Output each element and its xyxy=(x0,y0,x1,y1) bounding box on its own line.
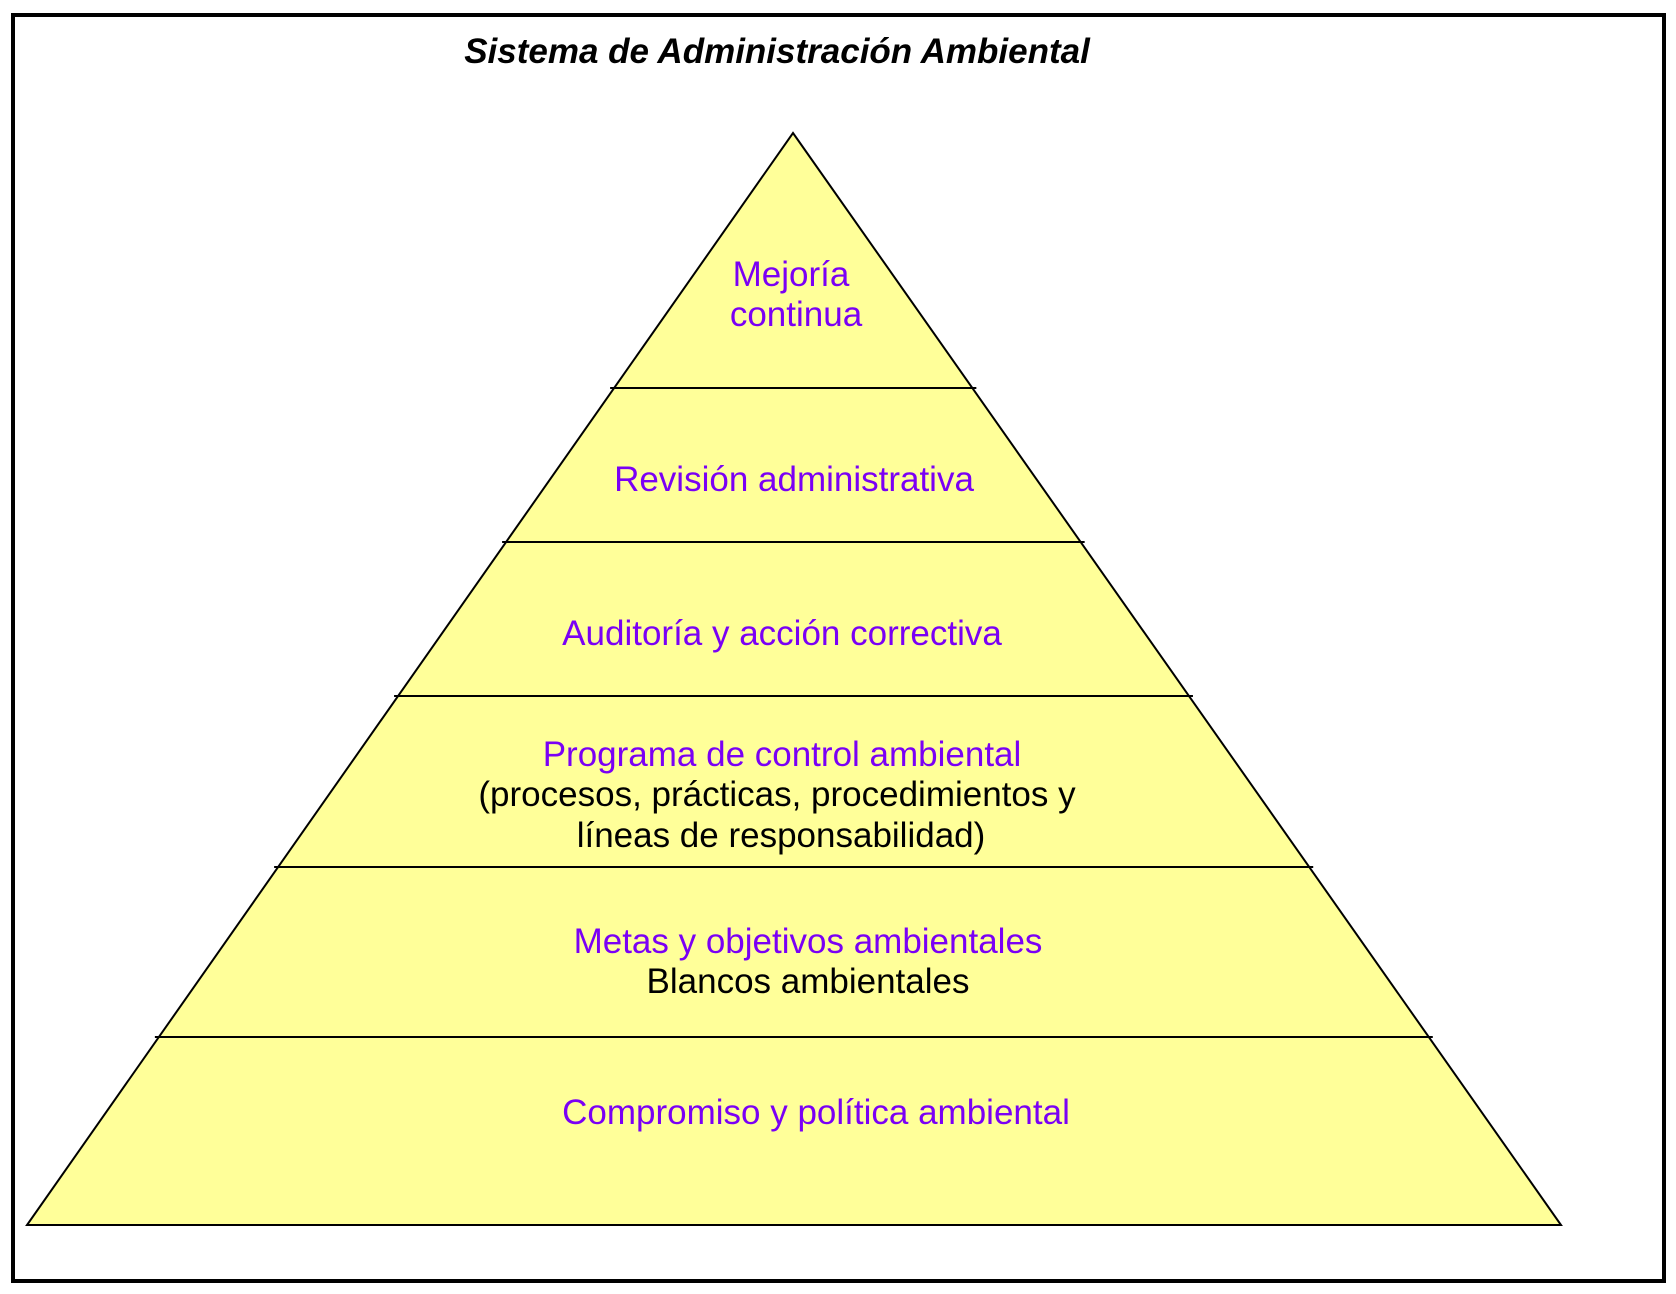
level-4-label-line: líneas de responsabilidad) xyxy=(577,816,986,855)
level-1-label-line: continua xyxy=(730,295,863,334)
level-4-label-line: (procesos, prácticas, procedimientos y xyxy=(478,775,1076,814)
pyramid xyxy=(25,131,1563,1226)
level-5-label-line: Metas y objetivos ambientales xyxy=(574,922,1043,961)
level-dividers xyxy=(154,387,1433,1038)
level-2-label-line: Revisión administrativa xyxy=(614,460,974,499)
level-1-label-line: Mejoría xyxy=(733,255,850,294)
level-3-label-line: Auditoría y acción correctiva xyxy=(562,614,1002,653)
level-4-label-line: Programa de control ambiental xyxy=(543,735,1022,774)
level-5-label-line: Blancos ambientales xyxy=(647,962,970,1001)
diagram-title: Sistema de Administración Ambiental xyxy=(464,32,1091,71)
level-6-label-line: Compromiso y política ambiental xyxy=(562,1093,1070,1132)
